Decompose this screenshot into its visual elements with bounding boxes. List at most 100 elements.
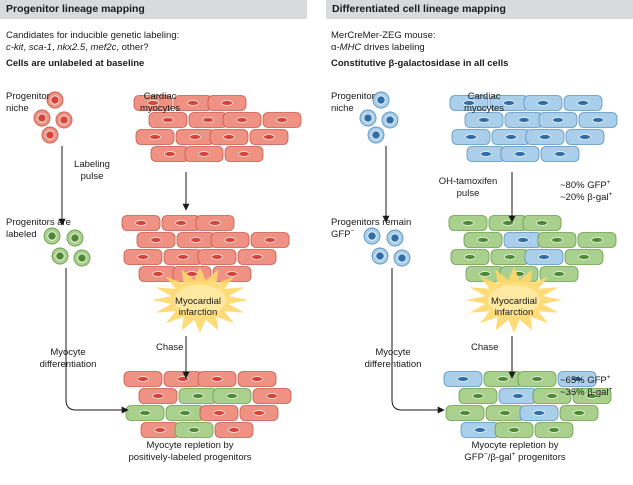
myocyte-nucleus bbox=[177, 376, 189, 382]
myocyte-cell bbox=[148, 112, 188, 128]
right-differentiation-arrow bbox=[391, 268, 445, 414]
myocyte-nucleus bbox=[578, 254, 590, 260]
right-pre-infarct-myocytes bbox=[448, 215, 617, 282]
left-niche-progenitor bbox=[33, 109, 51, 127]
candidate-c-kit: c-kit bbox=[6, 42, 24, 53]
myocyte-nucleus bbox=[164, 151, 176, 157]
myocyte-nucleus bbox=[264, 237, 276, 243]
myocyte-nucleus bbox=[236, 117, 248, 123]
myocyte-nucleus bbox=[228, 427, 240, 433]
myocyte-nucleus bbox=[221, 100, 233, 106]
myocyte-nucleus bbox=[503, 100, 515, 106]
myocyte-cell bbox=[449, 95, 489, 111]
right-niche-progenitor bbox=[367, 126, 385, 144]
myocyte-nucleus bbox=[579, 134, 591, 140]
myocyte-cell bbox=[483, 371, 523, 387]
myocyte-nucleus bbox=[551, 237, 563, 243]
progenitor-nucleus bbox=[385, 115, 395, 125]
left-pre-infarct-myocytes bbox=[121, 215, 290, 282]
myocyte-nucleus bbox=[202, 117, 214, 123]
mouse-line-label: MerCreMer-ZEG mouse: bbox=[331, 30, 436, 41]
myocyte-cell bbox=[517, 371, 557, 387]
myocyte-nucleus bbox=[192, 393, 204, 399]
myocyte-cell bbox=[214, 422, 254, 438]
myocyte-cell bbox=[125, 405, 165, 421]
myocyte-nucleus bbox=[152, 393, 164, 399]
myocyte-nucleus bbox=[213, 410, 225, 416]
left-chase-label: Chase bbox=[156, 342, 184, 353]
myocyte-cell bbox=[262, 112, 302, 128]
myocyte-nucleus bbox=[211, 254, 223, 260]
myocyte-nucleus bbox=[224, 237, 236, 243]
left-repletion-myocytes bbox=[123, 371, 292, 438]
myocyte-nucleus bbox=[573, 410, 585, 416]
right-chase-label: Chase bbox=[471, 342, 499, 353]
after-chase-gfp: ~65% GFP+ bbox=[560, 374, 611, 386]
myocyte-cell bbox=[237, 371, 277, 387]
left-niche-progenitor bbox=[55, 111, 73, 129]
after-pulse-bgal: ~20% β-gal+ bbox=[560, 191, 613, 203]
right-remain-progenitor bbox=[393, 249, 411, 267]
myocyte-nucleus bbox=[462, 220, 474, 226]
myocyte-nucleus bbox=[135, 220, 147, 226]
myocyte-cell bbox=[209, 129, 249, 145]
myocyte-nucleus bbox=[263, 134, 275, 140]
myocyte-nucleus bbox=[189, 134, 201, 140]
myocyte-cell bbox=[578, 112, 618, 128]
myocyte-cell bbox=[489, 95, 529, 111]
myocyte-nucleus bbox=[552, 117, 564, 123]
progenitors-remain-label: Progenitors remain GFP− bbox=[331, 217, 412, 240]
myocyte-cell bbox=[523, 95, 563, 111]
myocyte-nucleus bbox=[538, 254, 550, 260]
myocyte-cell bbox=[525, 129, 565, 145]
left-baseline-myocytes bbox=[133, 95, 302, 162]
myocyte-cell bbox=[538, 112, 578, 128]
myocyte-cell bbox=[163, 249, 203, 265]
myocyte-nucleus bbox=[152, 271, 164, 277]
myocyte-nucleus bbox=[238, 151, 250, 157]
candidate-sca-1: sca-1 bbox=[28, 42, 52, 53]
myocyte-nucleus bbox=[251, 376, 263, 382]
myocyte-nucleus bbox=[223, 134, 235, 140]
progenitor-nucleus bbox=[363, 113, 373, 123]
progenitor-nucleus bbox=[390, 233, 400, 243]
myocyte-nucleus bbox=[474, 427, 486, 433]
myocyte-nucleus bbox=[554, 151, 566, 157]
after-chase-bgal: ~35% β-gal+ bbox=[560, 386, 613, 398]
myocyte-nucleus bbox=[226, 271, 238, 277]
right-panel-header: Differentiated cell lineage mapping bbox=[326, 0, 633, 19]
myocyte-nucleus bbox=[463, 100, 475, 106]
myocyte-cell bbox=[224, 146, 264, 162]
progenitor-nucleus bbox=[376, 95, 386, 105]
progenitor-nucleus bbox=[59, 115, 69, 125]
myocyte-nucleus bbox=[517, 237, 529, 243]
myocyte-nucleus bbox=[188, 427, 200, 433]
myocyte-nucleus bbox=[465, 134, 477, 140]
myocyte-cell bbox=[490, 249, 530, 265]
myocyte-nucleus bbox=[472, 393, 484, 399]
after-chase-stats: ~65% GFP+ ~35% β-gal+ bbox=[560, 374, 613, 399]
myocyte-nucleus bbox=[266, 393, 278, 399]
myocyte-nucleus bbox=[592, 117, 604, 123]
myocyte-cell bbox=[464, 112, 504, 128]
myocyte-cell bbox=[195, 215, 235, 231]
constitutive-heading: Constitutive β-galactosidase in all cell… bbox=[331, 58, 509, 69]
myocyte-cell bbox=[163, 371, 203, 387]
myocyte-cell bbox=[188, 112, 228, 128]
myocyte-cell bbox=[237, 249, 277, 265]
myocyte-nucleus bbox=[226, 393, 238, 399]
myocyte-cell bbox=[174, 422, 214, 438]
right-remain-progenitor bbox=[371, 247, 389, 265]
myocyte-nucleus bbox=[251, 254, 263, 260]
right-infarction-burst-core bbox=[488, 285, 540, 315]
myocyte-cell bbox=[136, 232, 176, 248]
myocyte-cell bbox=[250, 232, 290, 248]
myocyte-cell bbox=[563, 95, 603, 111]
myocyte-cell bbox=[173, 95, 213, 111]
left-niche-progenitor bbox=[41, 126, 59, 144]
